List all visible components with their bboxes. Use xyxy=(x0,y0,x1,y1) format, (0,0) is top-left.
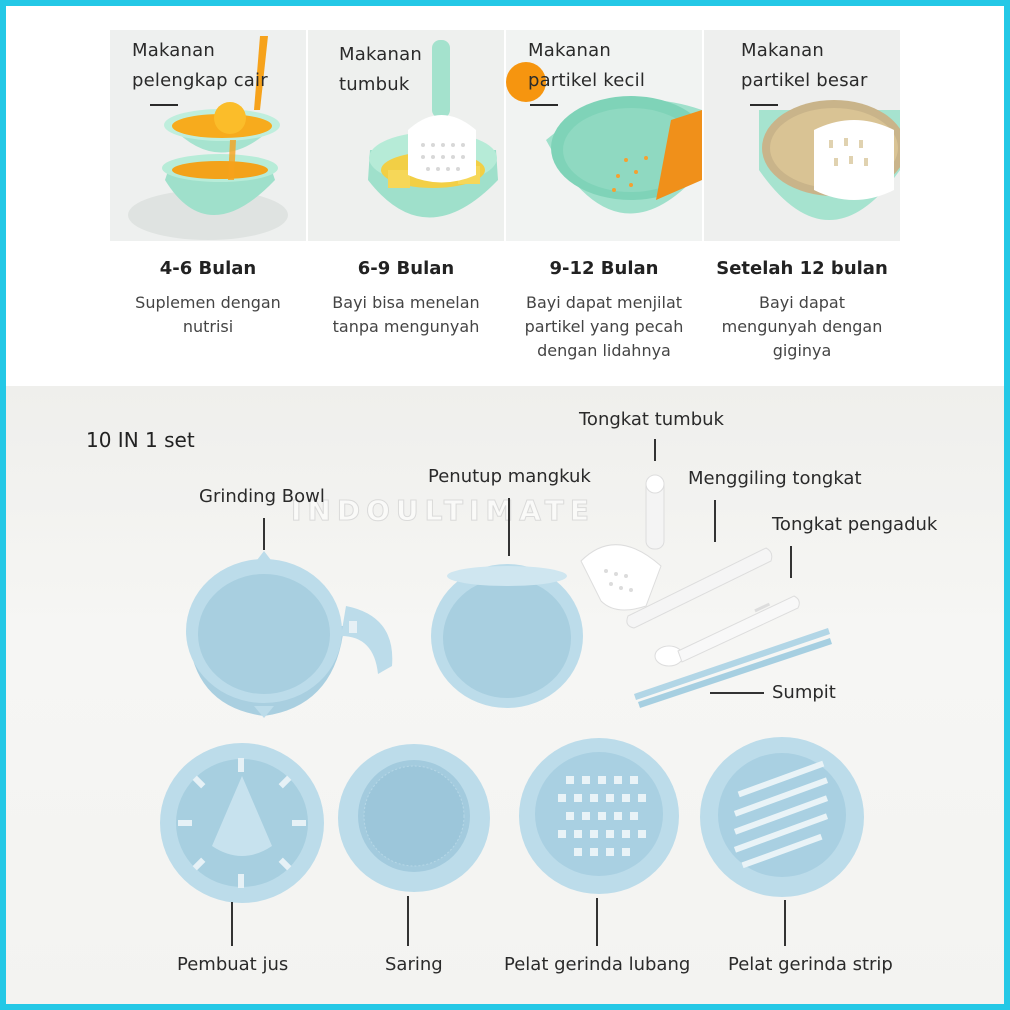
stage-2-desc: Bayi bisa menelan tanpa mengunyah xyxy=(332,293,480,336)
stir-stick-image xyxy=(654,595,800,667)
stage-4-desc: Bayi dapat mengunyah dengan giginya xyxy=(721,293,883,360)
stage-3-desc: Bayi dapat menjilat partikel yang pecah … xyxy=(524,293,684,360)
leader-bowl-lid xyxy=(508,498,510,556)
label-strainer: Saring xyxy=(385,954,443,975)
leader-stir-stick xyxy=(790,546,792,578)
stage-4-tick xyxy=(750,104,778,106)
label-chopsticks: Sumpit xyxy=(772,682,836,703)
juicer-image xyxy=(160,743,324,903)
stage-2-age: 6-9 Bulan xyxy=(357,258,455,279)
masher-image xyxy=(580,474,665,611)
label-bowl-lid: Penutup mangkuk xyxy=(428,466,591,487)
bowl-lid-image xyxy=(431,564,583,708)
stage-photo-large-particles xyxy=(704,30,900,241)
leader-chopsticks xyxy=(710,692,764,694)
feeding-stages-section: Makanan pelengkap cair Makanan tumbuk xyxy=(6,6,1004,386)
hole-plate-image xyxy=(519,738,679,894)
label-masher: Tongkat tumbuk xyxy=(579,409,724,430)
strip-plate-image xyxy=(700,737,864,897)
leader-strip-plate xyxy=(784,900,786,946)
strainer-image xyxy=(338,744,490,892)
stage-1-age: 4-6 Bulan xyxy=(159,258,257,279)
stage-3-tick xyxy=(530,104,558,106)
grinding-stick-image xyxy=(626,547,773,629)
stage-photo-mashed xyxy=(308,30,504,241)
stage-photo-liquid xyxy=(110,30,306,241)
set-products-illustration xyxy=(160,474,864,903)
set-title: 10 IN 1 set xyxy=(86,428,195,452)
label-strip-plate: Pelat gerinda strip xyxy=(728,954,893,975)
stage-4-label: Makanan partikel besar xyxy=(741,40,868,91)
stage-1-desc: Suplemen dengan nutrisi xyxy=(135,293,281,336)
label-grinding-stick: Menggiling tongkat xyxy=(688,468,862,489)
stage-4-age: Setelah 12 bulan xyxy=(716,258,888,279)
watermark-text: INDOULTIMATE xyxy=(291,494,595,528)
chopsticks-image xyxy=(634,628,832,708)
leader-masher xyxy=(654,439,656,461)
grinding-bowl-image xyxy=(186,551,393,718)
stage-3-age: 9-12 Bulan xyxy=(549,258,659,279)
stage-1-tick xyxy=(150,104,178,106)
stage-1-label: Makanan pelengkap cair xyxy=(132,40,268,91)
leader-grinding-stick xyxy=(714,500,716,542)
leader-juicer xyxy=(231,902,233,946)
label-juicer: Pembuat jus xyxy=(177,954,289,975)
leader-grinding-bowl xyxy=(263,518,265,550)
product-infographic: Makanan pelengkap cair Makanan tumbuk xyxy=(6,6,1004,1004)
label-stir-stick: Tongkat pengaduk xyxy=(772,514,938,535)
stage-2-label: Makanan tumbuk xyxy=(339,44,422,95)
leader-strainer xyxy=(407,896,409,946)
stage-3-label: Makanan partikel kecil xyxy=(528,40,646,91)
label-grinding-bowl: Grinding Bowl xyxy=(199,486,325,507)
leader-hole-plate xyxy=(596,898,598,946)
stage-photo-small-particles xyxy=(506,30,702,241)
label-hole-plate: Pelat gerinda lubang xyxy=(504,954,691,975)
